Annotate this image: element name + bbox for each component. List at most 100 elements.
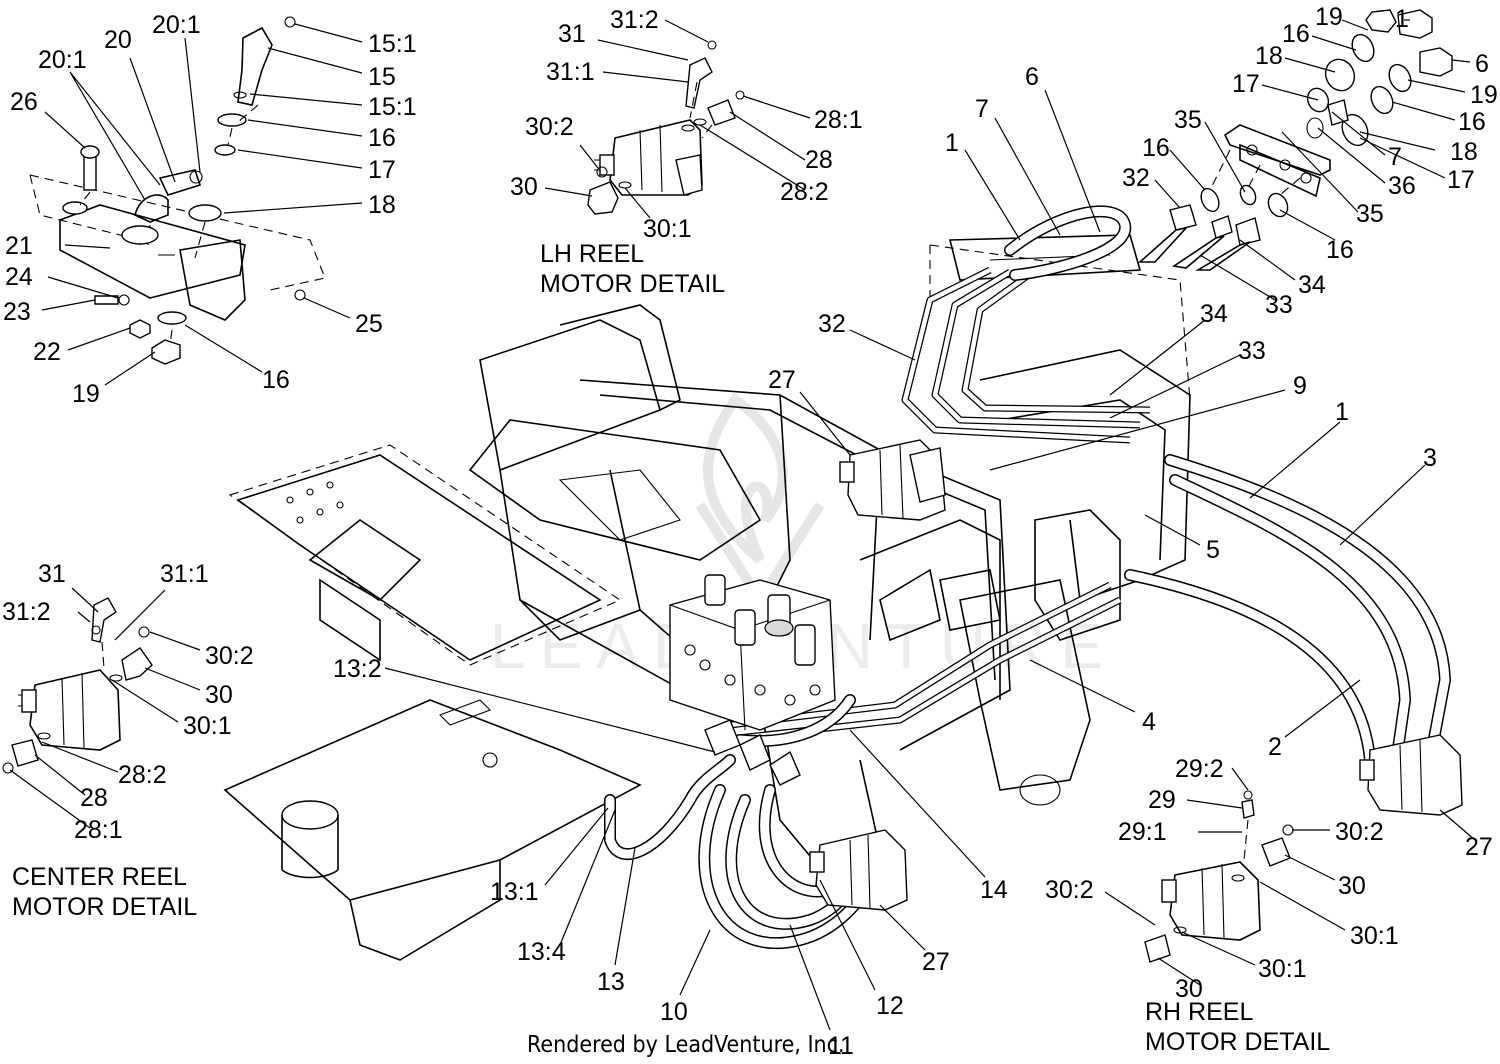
callout-18: 18 bbox=[368, 191, 396, 219]
lh-detail-caption-line1: LH REEL bbox=[540, 240, 644, 268]
callout-18: 18 bbox=[1255, 42, 1283, 70]
callout-30-1: 30:1 bbox=[1258, 955, 1307, 983]
callout-19: 19 bbox=[1470, 81, 1498, 109]
reel-motor-rear-left bbox=[839, 439, 946, 521]
callout-28: 28 bbox=[80, 784, 108, 812]
callout-32: 32 bbox=[818, 310, 846, 338]
callout-4: 4 bbox=[1142, 708, 1156, 736]
callout-13-2: 13:2 bbox=[333, 655, 382, 683]
lh-reel-motor-detail bbox=[587, 40, 745, 215]
rh-reel-motor-detail bbox=[1144, 790, 1294, 963]
callout-6: 6 bbox=[1475, 50, 1489, 78]
fitting-kit-detail bbox=[1137, 9, 1453, 271]
callout-22: 22 bbox=[33, 338, 61, 366]
callout-28-2: 28:2 bbox=[780, 178, 829, 206]
callout-5: 5 bbox=[1206, 536, 1220, 564]
callout-19: 19 bbox=[72, 380, 100, 408]
callout-31-2: 31:2 bbox=[610, 6, 659, 34]
callout-30: 30 bbox=[510, 173, 538, 201]
callout-1: 1 bbox=[945, 129, 959, 157]
callout-15: 15 bbox=[368, 63, 396, 91]
callout-28-1: 28:1 bbox=[74, 816, 123, 844]
callout-35: 35 bbox=[1356, 200, 1384, 228]
callout-30-2: 30:2 bbox=[205, 642, 254, 670]
callout-33: 33 bbox=[1238, 337, 1266, 365]
callout-23: 23 bbox=[3, 298, 31, 326]
callout-27: 27 bbox=[1465, 833, 1493, 861]
callout-26: 26 bbox=[10, 88, 38, 116]
callout-10: 10 bbox=[660, 998, 688, 1026]
callout-30-2: 30:2 bbox=[1335, 818, 1384, 846]
reel-motor-front bbox=[809, 829, 908, 911]
callout-17: 17 bbox=[1232, 70, 1260, 98]
callout-31-2: 31:2 bbox=[2, 598, 51, 626]
callout-29-2: 29:2 bbox=[1175, 755, 1224, 783]
callout-31: 31 bbox=[38, 560, 66, 588]
callout-13-1: 13:1 bbox=[490, 878, 539, 906]
callout-16: 16 bbox=[368, 124, 396, 152]
callout-2: 2 bbox=[1268, 733, 1282, 761]
callout-18: 18 bbox=[1450, 138, 1478, 166]
callout-30-1: 30:1 bbox=[643, 215, 692, 243]
callout-31: 31 bbox=[558, 20, 586, 48]
callout-13: 13 bbox=[597, 968, 625, 996]
callout-27: 27 bbox=[922, 948, 950, 976]
callout-15-1: 15:1 bbox=[368, 30, 417, 58]
callout-16: 16 bbox=[1282, 20, 1310, 48]
callout-30-1: 30:1 bbox=[183, 712, 232, 740]
callout-30-2: 30:2 bbox=[1045, 876, 1094, 904]
rh-detail-caption-line1: RH REEL bbox=[1145, 998, 1253, 1026]
callout-3: 3 bbox=[1423, 444, 1437, 472]
callout-30-2: 30:2 bbox=[525, 113, 574, 141]
callout-34: 34 bbox=[1200, 300, 1228, 328]
hydraulic-hoses bbox=[604, 205, 1452, 950]
rh-detail-caption-line2: MOTOR DETAIL bbox=[1145, 1028, 1330, 1056]
callout-28-1: 28:1 bbox=[814, 106, 863, 134]
callout-31-1: 31:1 bbox=[546, 58, 595, 86]
callout-12: 12 bbox=[876, 992, 904, 1020]
callout-24: 24 bbox=[5, 263, 33, 291]
callout-17: 17 bbox=[368, 156, 396, 184]
callout-7: 7 bbox=[1388, 143, 1402, 171]
detail-captions: LH REEL MOTOR DETAIL CENTER REEL MOTOR D… bbox=[12, 240, 1330, 1056]
callout-16: 16 bbox=[1458, 108, 1486, 136]
callout-13-4: 13:4 bbox=[517, 938, 566, 966]
callout-14: 14 bbox=[980, 876, 1008, 904]
callout-1: 1 bbox=[1395, 5, 1409, 33]
lh-detail-caption-line2: MOTOR DETAIL bbox=[540, 270, 725, 298]
callout-6: 6 bbox=[1025, 63, 1039, 91]
callout-16: 16 bbox=[262, 366, 290, 394]
callout-34: 34 bbox=[1298, 271, 1326, 299]
callout-20-1: 20:1 bbox=[152, 11, 201, 39]
callout-30: 30 bbox=[205, 681, 233, 709]
callout-32: 32 bbox=[1122, 164, 1150, 192]
callout-35: 35 bbox=[1174, 106, 1202, 134]
callout-16: 16 bbox=[1142, 134, 1170, 162]
callout-20-1: 20:1 bbox=[38, 46, 87, 74]
callout-17: 17 bbox=[1447, 166, 1475, 194]
callout-30-1: 30:1 bbox=[1350, 922, 1399, 950]
callout-30: 30 bbox=[1175, 975, 1203, 1003]
callout-11: 11 bbox=[828, 1032, 854, 1060]
rendered-by-credit: Rendered by LeadVenture, Inc. bbox=[527, 1032, 845, 1058]
callout-19: 19 bbox=[1315, 3, 1343, 31]
reel-motor-right bbox=[1359, 734, 1463, 816]
valve-manifold bbox=[669, 574, 836, 786]
callout-31-1: 31:1 bbox=[160, 560, 209, 588]
callout-30: 30 bbox=[1338, 872, 1366, 900]
callout-28-2: 28:2 bbox=[118, 761, 167, 789]
callout-27: 27 bbox=[768, 366, 796, 394]
center-reel-motor-detail bbox=[2, 597, 153, 774]
callout-28: 28 bbox=[805, 146, 833, 174]
hydraulic-tubes bbox=[719, 266, 1151, 744]
callout-20: 20 bbox=[104, 26, 132, 54]
center-detail-caption-line2: MOTOR DETAIL bbox=[12, 893, 197, 921]
callout-15-1: 15:1 bbox=[368, 93, 417, 121]
leader-lines bbox=[9, 19, 1476, 1031]
callout-33: 33 bbox=[1265, 291, 1293, 319]
callout-29: 29 bbox=[1148, 786, 1176, 814]
callout-36: 36 bbox=[1388, 172, 1416, 200]
callout-16: 16 bbox=[1326, 236, 1354, 264]
callout-7: 7 bbox=[975, 95, 989, 123]
